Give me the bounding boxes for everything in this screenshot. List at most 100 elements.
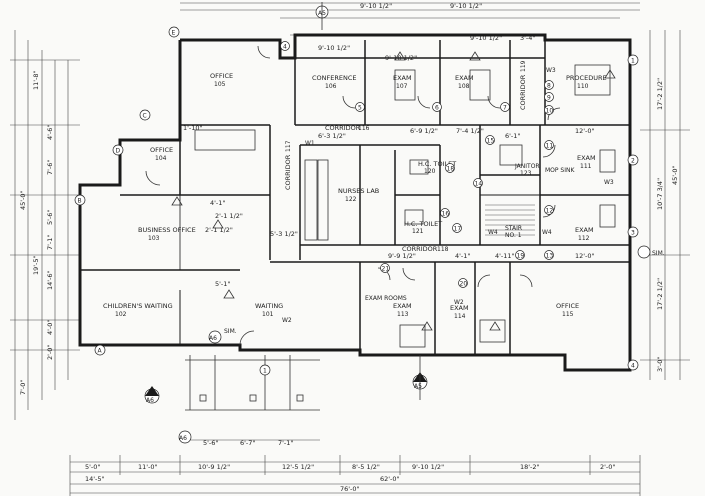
- dim-int-14: 5'-1": [215, 280, 230, 288]
- grid-B: B: [78, 198, 82, 205]
- room-103-name: BUSINESS OFFICE: [138, 226, 196, 234]
- section-marker-bottom-label: A5: [414, 383, 422, 390]
- dim-int-7: 4'-1": [210, 199, 225, 207]
- dim-int-16: 9'-9 1/2": [388, 252, 416, 260]
- corridor-119-name: CORRIDOR: [519, 74, 527, 110]
- room-107-name: EXAM: [393, 74, 412, 82]
- section-marker-s: A6: [178, 430, 192, 444]
- dim-int-11: 9'-10 1/2": [385, 54, 417, 62]
- room-105-name: OFFICE: [210, 72, 233, 80]
- wall-tag-w4: W4: [488, 229, 498, 236]
- dim-bottom-9: 14'-5": [85, 475, 105, 483]
- stair-treads: [485, 204, 535, 236]
- door-tag-10: 10: [546, 108, 554, 115]
- room-105-number: 105: [214, 81, 226, 88]
- dim-int-3: 6'-9 1/2": [410, 127, 438, 135]
- door-tags: 4 5 6 7 8 9 10 11 12 13 14 15 16 17 18 1…: [280, 41, 554, 288]
- dim-bottom-5: 8'-5 1/2": [352, 463, 380, 471]
- grid-num-3: 3: [631, 230, 635, 237]
- room-102-name: CHILDREN'S WAITING: [103, 302, 173, 310]
- dim-bottom-8: 2'-0": [600, 463, 615, 471]
- section-marker-sw-label: A6: [146, 397, 154, 404]
- wall-tag-w1: W1: [305, 140, 315, 147]
- dim-int-1: 1'-10": [183, 124, 203, 132]
- corridor-116-name: CORRIDOR: [325, 124, 361, 132]
- door-tag-11: 11: [546, 143, 554, 150]
- dim-bottom-7: 18'-2": [520, 463, 540, 471]
- dim-left-8: 14'-6": [46, 270, 54, 290]
- room-107-number: 107: [396, 83, 408, 90]
- dim-right-5: 3'-0": [656, 357, 664, 372]
- door-tag-4: 4: [283, 44, 287, 51]
- room-123-number: 123: [520, 170, 532, 177]
- room-121-name: H.C. TOILET: [404, 220, 442, 228]
- section-marker-w: A6 SIM.: [208, 328, 237, 344]
- room-111-name: EXAM: [577, 154, 596, 162]
- room-120-name: H.C. TOILET: [418, 160, 456, 168]
- section-marker-s-label: A6: [179, 435, 187, 442]
- room-120-number: 120: [424, 168, 436, 175]
- dim-int-8: 2'-1 1/2": [215, 212, 243, 220]
- room-111-number: 111: [580, 163, 592, 170]
- corridor-117-name: CORRIDOR: [284, 154, 292, 190]
- fixtures: [194, 64, 616, 348]
- dim-bottom-3: 10'-9 1/2": [198, 463, 230, 471]
- grid-num-1: 1: [631, 58, 635, 65]
- dim-int-20: 7'-1": [278, 439, 293, 447]
- dim-int-10: 9'-10 1/2": [318, 44, 350, 52]
- section-mark-top: A5: [315, 2, 329, 30]
- dim-right-4: 17'-2 1/2": [656, 278, 664, 310]
- room-108-name: EXAM: [455, 74, 474, 82]
- room-122-name: NURSES LAB: [338, 187, 379, 195]
- dim-int-13: 12'-0": [575, 252, 595, 260]
- dim-top-a: 9'-10 1/2": [360, 2, 392, 10]
- dim-right-2: 10'-7 3/4": [656, 178, 664, 210]
- wall-tag-w4-b: W4: [542, 229, 552, 236]
- room-122-number: 122: [345, 196, 357, 203]
- exam-rooms-label: EXAM ROOMS: [365, 295, 407, 302]
- dim-int-19: 6'-7": [240, 439, 255, 447]
- dim-int-5: 12'-0": [575, 127, 595, 135]
- room-101-name: WAITING: [255, 302, 283, 310]
- dim-left-11: 7'-0": [19, 380, 27, 395]
- door-tag-9: 9: [547, 95, 551, 102]
- left-dimensions: 11'-8" 4'-6" 7'-6" 45'-0" 5'-6" 7'-1" 19…: [10, 30, 80, 420]
- grid-C: C: [143, 113, 147, 120]
- dim-left-3: 7'-6": [46, 160, 54, 175]
- section-marker-sw: A6: [144, 386, 160, 404]
- dim-right-3: 45'-0": [671, 165, 679, 185]
- wall-tag-w2-a: W2: [282, 317, 292, 324]
- dim-int-17: 4'-11": [495, 252, 515, 260]
- door-tag-19: 19: [517, 253, 525, 260]
- grid-E: E: [172, 30, 176, 37]
- room-110-name: PROCEDURE: [566, 74, 607, 82]
- dim-left-2: 4'-6": [46, 125, 54, 140]
- grid-D: D: [116, 148, 121, 155]
- dim-int-6: 2'-1 1/2": [205, 226, 233, 234]
- room-115-name: OFFICE: [556, 302, 579, 310]
- dim-right-1: 17'-2 1/2": [656, 78, 664, 110]
- dim-left-10: 2'-0": [46, 345, 54, 360]
- wall-tag-w2-b: W2: [454, 299, 464, 306]
- dim-bottom-11: 76'-0": [340, 485, 360, 493]
- mop-sink-label: MOP SINK: [545, 167, 575, 174]
- dim-bottom-10: 62'-0": [380, 475, 400, 483]
- door-tag-5: 5: [358, 105, 362, 112]
- grid-num-5: 1: [263, 368, 267, 375]
- corridor-119-number: 119: [520, 60, 527, 72]
- grid-A: A: [98, 348, 103, 355]
- dim-top-d: 3'-4": [520, 34, 535, 42]
- interior-walls: [80, 40, 630, 355]
- dim-left-9: 4'-0": [46, 320, 54, 335]
- door-tag-8: 8: [547, 83, 551, 90]
- corridor-118-name: CORRIDOR: [402, 245, 438, 253]
- door-tag-13: 13: [546, 253, 554, 260]
- dim-left-7: 19'-5": [32, 255, 40, 275]
- exterior-walls: [78, 33, 632, 372]
- room-101-number: 101: [262, 311, 274, 318]
- dim-bottom-2: 11'-0": [138, 463, 158, 471]
- entry-canopy: [185, 355, 320, 411]
- door-tag-20: 20: [460, 281, 468, 288]
- room-103-number: 103: [148, 235, 160, 242]
